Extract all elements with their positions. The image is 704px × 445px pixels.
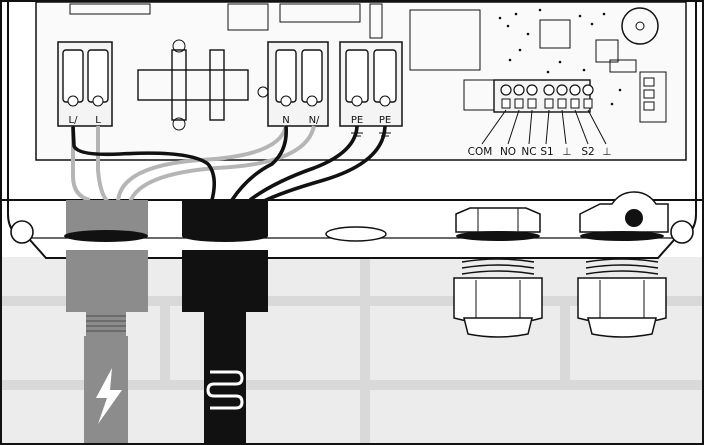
power-terminal-block-n	[267, 41, 329, 127]
terminal-label-pe-2: PE	[379, 115, 391, 126]
terminal-label-n-out: N/	[309, 115, 320, 126]
wave-signal-icon	[206, 370, 244, 410]
signal-terminal-block	[481, 79, 607, 145]
signal-cable	[182, 200, 268, 443]
cable-gland-2	[577, 191, 669, 338]
knockout-hole	[325, 226, 387, 242]
signal-label-s2: S2	[581, 146, 594, 158]
signal-terminal-labels: COM NO NC S1 ⊥ S2 ⊥	[468, 146, 612, 158]
signal-label-nc: NC	[521, 146, 536, 158]
signal-label-ground-1: ⊥	[562, 146, 571, 158]
signal-wires	[71, 125, 387, 204]
lightning-bolt-icon	[96, 368, 122, 424]
signal-label-s1: S1	[540, 146, 553, 158]
power-terminal-block-pe	[339, 41, 403, 127]
terminal-label-n: N	[282, 115, 289, 126]
terminal-label-pe-1: PE	[351, 115, 363, 126]
terminal-label-l: L	[95, 115, 101, 126]
terminal-label-l-out: L/	[69, 115, 79, 126]
power-terminal-block-l	[57, 41, 113, 127]
cable-gland-1	[453, 207, 543, 338]
signal-label-com: COM	[468, 146, 493, 158]
power-cable	[64, 200, 148, 443]
signal-label-no: NO	[500, 146, 516, 158]
signal-label-ground-2: ⊥	[602, 146, 611, 158]
side-connector	[643, 77, 655, 111]
